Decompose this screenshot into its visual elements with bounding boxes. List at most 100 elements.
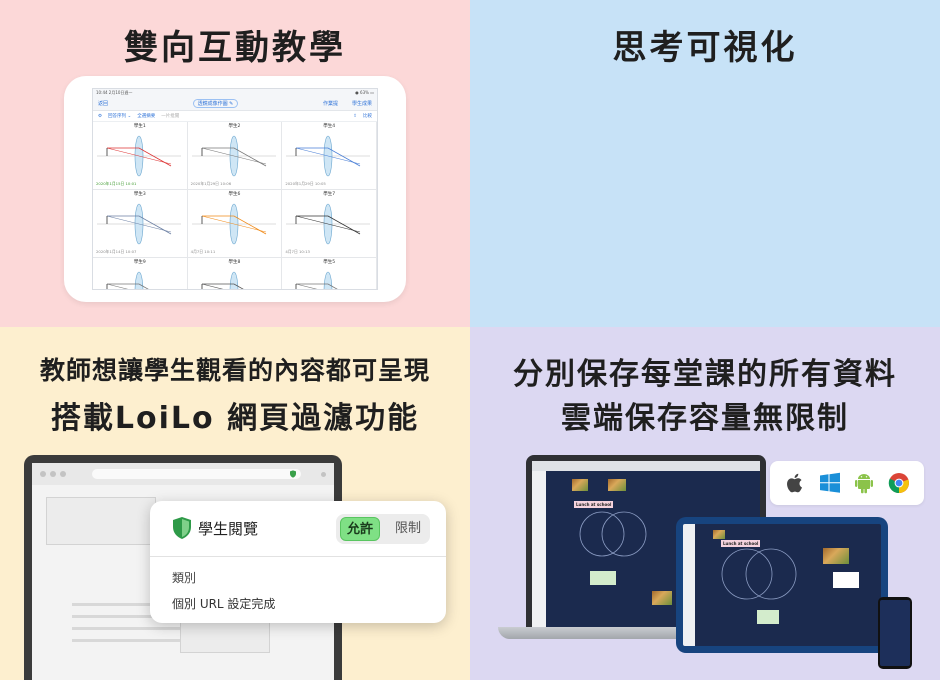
sticky-note — [590, 571, 616, 585]
student-answer-card[interactable]: 學生6 4月7日 10:11 — [187, 190, 283, 258]
assignment-title[interactable]: 透鏡成像作圖 ✎ — [192, 99, 239, 108]
lens-diagram — [191, 203, 276, 245]
back-button[interactable]: 返回 — [98, 101, 109, 107]
allow-button[interactable]: 允許 — [340, 517, 380, 541]
panel-interactive-teaching: 雙向互動教學 10:44 2月10日週一 ● 63% ▭ 返回 透鏡成像作圖 ✎… — [0, 0, 470, 327]
lens-diagram — [106, 271, 149, 289]
results-button[interactable]: 學生成果 — [351, 101, 372, 107]
panel-title-line2: 雲端保存容量無限制 — [561, 401, 849, 436]
category-option[interactable]: 類別 — [172, 571, 197, 585]
chrome-icon — [888, 473, 909, 494]
slide-title: Lunch at school — [721, 540, 761, 547]
select-all-button[interactable]: 全選摘要 — [137, 114, 156, 119]
platform-icons-card — [770, 461, 924, 505]
sort-button[interactable]: 回答序列 ⌄ — [108, 114, 132, 119]
food-photo — [652, 591, 672, 605]
status-bar: 10:44 2月10日週一 ● 63% ▭ — [93, 89, 377, 97]
window-dot-icon[interactable] — [60, 471, 66, 477]
student-name: 學生8 — [228, 260, 241, 265]
student-answer-card[interactable]: 學生9 — [93, 258, 188, 289]
popup-title: 學生閱覽 — [198, 520, 259, 538]
submission-date: 2020年1月29日 10:06 — [190, 181, 232, 186]
tablet-screen: 10:44 2月10日週一 ● 63% ▭ 返回 透鏡成像作圖 ✎ 作業提 學生… — [92, 88, 378, 290]
nav-bar: 返回 透鏡成像作圖 ✎ 作業提 學生成果 — [93, 97, 377, 111]
student-answer-card[interactable]: 學生3 2020年1月14日 10:07 — [93, 190, 188, 258]
allow-restrict-toggle: 允許 限制 — [336, 514, 430, 544]
food-photo — [572, 479, 588, 491]
student-answer-card[interactable]: 學生5 — [282, 258, 377, 289]
panel-title-line2: 搭載LoiLo 網頁過濾功能 — [50, 401, 420, 436]
lens-diagram — [97, 135, 181, 177]
panel-visual-thinking: 思考可視化 ‹ + ⌘ ♪ ⋯ 結束 學校的午餐學校供餐帶便當每個人的菜色都一樣… — [470, 0, 940, 327]
page-image-placeholder — [46, 497, 156, 545]
submission-date: 2020年1月29日 10:05 — [285, 181, 326, 186]
student-name: 學生5 — [323, 260, 336, 265]
lens-diagram — [201, 271, 244, 289]
student-name: 學生2 — [228, 124, 241, 129]
student-answer-card[interactable]: 學生4 2020年1月29日 10:05 — [282, 122, 377, 190]
student-name: 學生4 — [323, 124, 336, 129]
address-bar[interactable] — [92, 469, 301, 479]
lens-diagram — [191, 135, 276, 177]
submit-button[interactable]: 作業提 — [322, 101, 338, 107]
food-photo — [823, 548, 849, 564]
phone-device — [878, 597, 912, 669]
food-photo — [713, 530, 725, 539]
tablet-frame: 10:44 2月10日週一 ● 63% ▭ 返回 透鏡成像作圖 ✎ 作業提 學生… — [64, 76, 406, 302]
student-name: 學生1 — [133, 124, 146, 129]
restrict-button[interactable]: 限制 — [394, 521, 421, 536]
panel-cloud-storage: 分別保存每堂課的所有資料 雲端保存容量無限制 Lunch at school L… — [470, 327, 940, 680]
status-time: 10:44 2月10日週一 — [96, 90, 133, 95]
sticky-note — [757, 610, 779, 624]
app-sidebar — [683, 524, 695, 646]
submission-date: 4月7日 10:11 — [190, 249, 216, 254]
submission-date: 2020年1月14日 10:07 — [96, 249, 137, 254]
venn-diagram — [579, 511, 647, 557]
student-name: 學生3 — [133, 192, 146, 197]
review-button[interactable]: 一片批閱 — [161, 114, 180, 119]
settings-icon[interactable]: ⚙ — [98, 113, 103, 119]
browser-toolbar — [32, 463, 334, 485]
answer-toolbar: ⚙ 回答序列 ⌄ 全選摘要 一片批閱 ⇪ 比較 — [93, 111, 377, 122]
window-dot-icon[interactable] — [50, 471, 56, 477]
panel-title-line1: 教師想讓學生觀看的內容都可呈現 — [39, 356, 430, 385]
panel-title-line1: 分別保存每堂課的所有資料 — [513, 357, 897, 392]
url-option[interactable]: 個別 URL 設定完成 — [172, 597, 276, 611]
student-name: 學生7 — [323, 192, 336, 197]
panel-web-filter: 教師想讓學生觀看的內容都可呈現 搭載LoiLo 網頁過濾功能 — [0, 327, 470, 680]
lens-diagram — [295, 271, 339, 289]
shield-icon — [173, 517, 191, 539]
submission-date: 4月7日 10:13 — [285, 249, 310, 254]
phone-screen — [880, 600, 910, 666]
student-name: 學生9 — [133, 260, 146, 265]
browser-toolbar — [532, 461, 760, 471]
filter-shield-icon[interactable] — [289, 470, 297, 478]
share-icon[interactable]: ⇪ — [353, 113, 357, 119]
student-answer-card[interactable]: 學生8 — [188, 258, 283, 289]
tablet-device: Lunch at school — [676, 517, 888, 653]
food-pyramid-card — [833, 572, 859, 588]
student-name: 學生6 — [228, 192, 241, 197]
android-icon — [855, 474, 874, 494]
venn-diagram — [721, 548, 797, 600]
extension-icon[interactable] — [321, 471, 326, 477]
panel-title: 雙向互動教學 — [124, 28, 346, 68]
app-sidebar — [532, 471, 546, 627]
apple-icon — [787, 473, 803, 493]
food-photo — [608, 479, 626, 491]
submission-date: 2020年1月15日 10:01 — [96, 181, 137, 186]
lens-diagram — [286, 135, 371, 177]
popup-header: 學生閱覽 允許 限制 — [150, 501, 446, 557]
slide-title: Lunch at school — [574, 501, 614, 508]
status-battery: ● 63% ▭ — [355, 90, 374, 95]
student-answer-card[interactable]: 學生1 2020年1月15日 10:01 — [93, 122, 188, 190]
window-dot-icon[interactable] — [40, 471, 46, 477]
panel-title: 思考可視化 — [612, 28, 798, 68]
student-answer-card[interactable]: 學生2 2020年1月29日 10:06 — [187, 122, 283, 190]
student-answer-card[interactable]: 學生7 4月7日 10:13 — [282, 190, 377, 258]
lens-diagram — [286, 203, 371, 245]
compare-button[interactable]: 比較 — [363, 114, 372, 119]
tablet-screen: Lunch at school — [683, 524, 881, 646]
windows-icon — [819, 472, 840, 493]
